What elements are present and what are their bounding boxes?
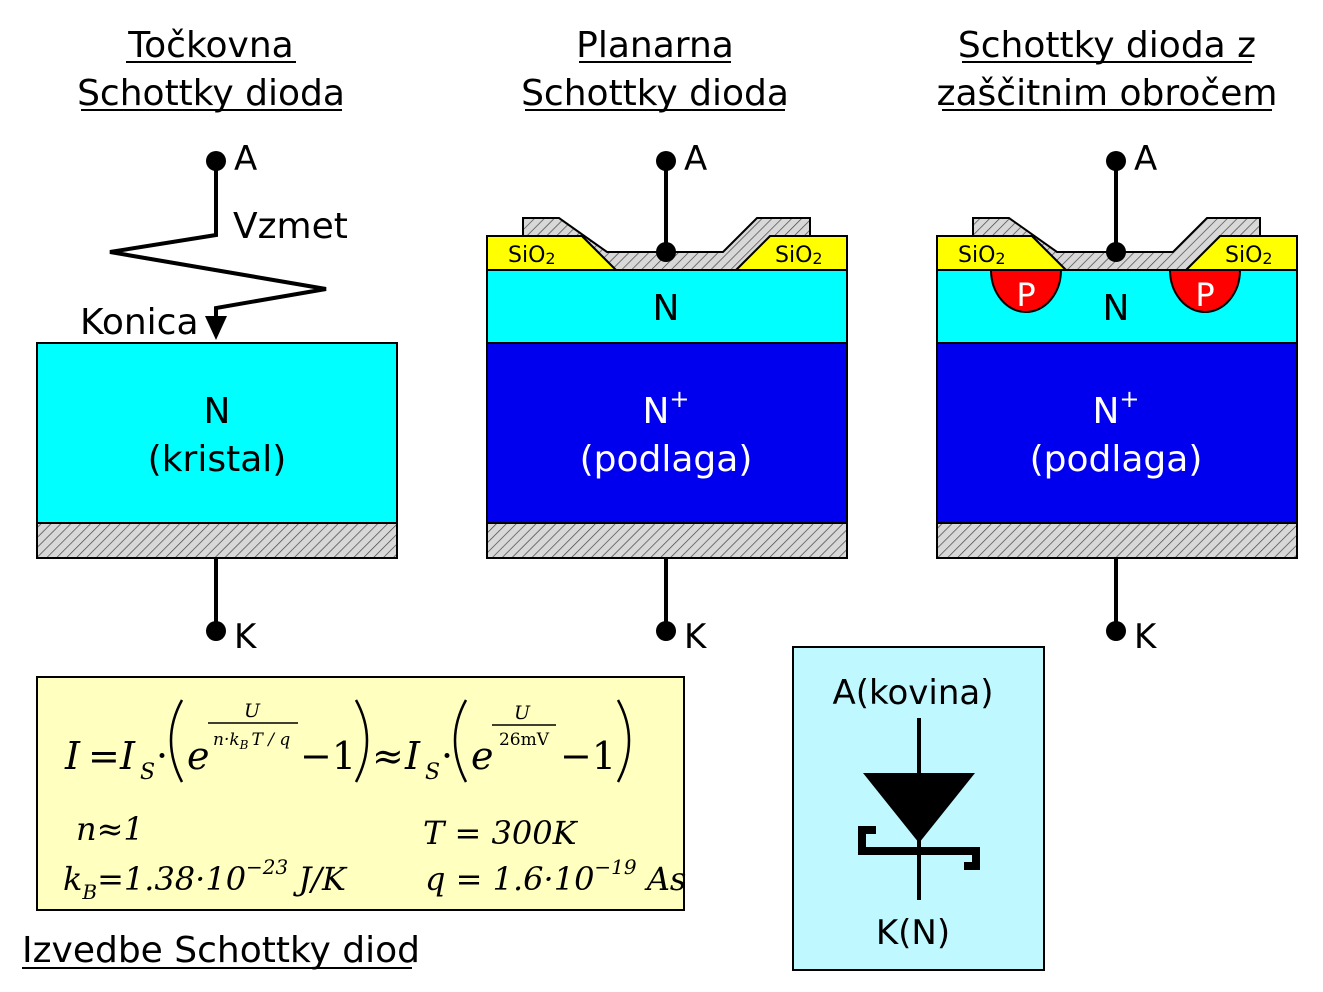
schottky-bar-icon <box>858 826 980 870</box>
boltzmann-constant: kB=1.38·10−23 J/K <box>63 855 348 904</box>
cathode-terminal-1 <box>206 621 226 641</box>
formula-exp-num-1: U <box>244 700 261 722</box>
ideality-factor: n≈1 <box>76 810 144 848</box>
anode-contact-dot-3 <box>1106 242 1126 262</box>
anode-label-1: A <box>234 139 257 179</box>
paren-left-2 <box>453 699 468 783</box>
formula-is-sub-2: S <box>425 760 440 785</box>
point-contact-diagram: Točkovna Schottky dioda A Vzmet Konica N… <box>36 25 398 657</box>
anode-terminal-2 <box>656 151 676 171</box>
planar-diagram: Planarna Schottky dioda A N SiO2 SiO2 N+… <box>486 25 848 657</box>
p-ring-left-label: P <box>1016 276 1035 314</box>
schottky-metal-2 <box>522 217 811 271</box>
diode-triangle-icon <box>863 773 975 843</box>
formula-equals: = <box>88 734 120 778</box>
anode-contact-dot-2 <box>656 242 676 262</box>
cathode-label-2: K <box>684 617 708 657</box>
symbol-anode-label: A(kovina) <box>832 673 993 713</box>
formula-dot-2: · <box>441 734 453 778</box>
cathode-terminal-2 <box>656 621 676 641</box>
oxide-left-label-2: SiO2 <box>508 243 556 268</box>
p-guard-ring-right <box>1168 269 1242 313</box>
spring-wire <box>109 161 327 318</box>
formula-is-sub: S <box>140 760 155 785</box>
title-3-line-2: zaščitnim obročem <box>937 73 1278 114</box>
formula-approx: ≈ <box>372 734 404 778</box>
contact-tip-arrow <box>205 316 227 340</box>
oxide-right-label-3: SiO2 <box>1225 243 1273 268</box>
formula-dot-1: · <box>156 734 168 778</box>
elementary-charge: q = 1.6·10−19 As <box>425 855 686 898</box>
formula-e-2: e <box>471 734 494 778</box>
title-1-line-1: Točkovna <box>127 25 293 66</box>
n-crystal-label: N <box>204 391 231 432</box>
title-2-line-2: Schottky dioda <box>521 73 789 114</box>
cathode-terminal-3 <box>1106 621 1126 641</box>
formula-minus-one-1: −1 <box>300 734 356 778</box>
oxide-right-label-2: SiO2 <box>775 243 823 268</box>
title-1-line-2: Schottky dioda <box>77 73 345 114</box>
n-crystal-region <box>36 342 398 524</box>
n-crystal-sublabel: (kristal) <box>148 439 287 480</box>
schottky-metal-3 <box>972 217 1261 271</box>
cathode-label-1: K <box>234 617 258 657</box>
symbol-cathode-label: K(N) <box>876 913 950 953</box>
anode-label-2: A <box>684 139 707 179</box>
n-plus-sublabel-2: (podlaga) <box>580 439 753 480</box>
n-epi-label-2: N <box>653 288 680 329</box>
formula-minus-one-2: −1 <box>560 734 616 778</box>
anode-label-3: A <box>1134 139 1157 179</box>
formula-exp-den-2: 26mV <box>499 730 550 750</box>
paren-right-2 <box>616 699 631 783</box>
n-plus-substrate-3 <box>936 342 1298 524</box>
n-plus-sublabel-3: (podlaga) <box>1030 439 1203 480</box>
p-guard-ring-left <box>989 269 1063 313</box>
formula-current: I <box>64 734 81 778</box>
n-plus-label-2: N+ <box>642 385 689 432</box>
caption: Izvedbe Schottky diod <box>22 930 420 971</box>
title-3-line-1: Schottky dioda z <box>958 25 1256 66</box>
spring-label: Vzmet <box>233 206 348 247</box>
n-plus-label-3: N+ <box>1092 385 1139 432</box>
p-ring-right-label: P <box>1195 276 1214 314</box>
temperature-value: T = 300K <box>423 814 579 852</box>
paren-left-1 <box>169 699 184 783</box>
title-2-line-1: Planarna <box>576 25 734 66</box>
paren-right-1 <box>354 699 369 783</box>
formula-e-1: e <box>187 734 210 778</box>
schottky-symbol-box: A(kovina) K(N) <box>792 646 1045 971</box>
tip-label: Konica <box>80 302 199 343</box>
back-contact-metal-3 <box>936 522 1298 559</box>
anode-terminal-3 <box>1106 151 1126 171</box>
n-epi-label-3: N <box>1103 288 1130 329</box>
cathode-label-3: K <box>1134 617 1158 657</box>
n-plus-substrate-2 <box>486 342 848 524</box>
formula-is-2: I <box>404 734 421 778</box>
back-contact-metal-1 <box>36 522 398 559</box>
oxide-left-label-3: SiO2 <box>958 243 1006 268</box>
guard-ring-diagram: Schottky dioda z zaščitnim obročem A N P… <box>936 25 1298 657</box>
formula-exp-num-2: U <box>514 702 531 724</box>
formula-is: I <box>119 734 136 778</box>
back-contact-metal-2 <box>486 522 848 559</box>
